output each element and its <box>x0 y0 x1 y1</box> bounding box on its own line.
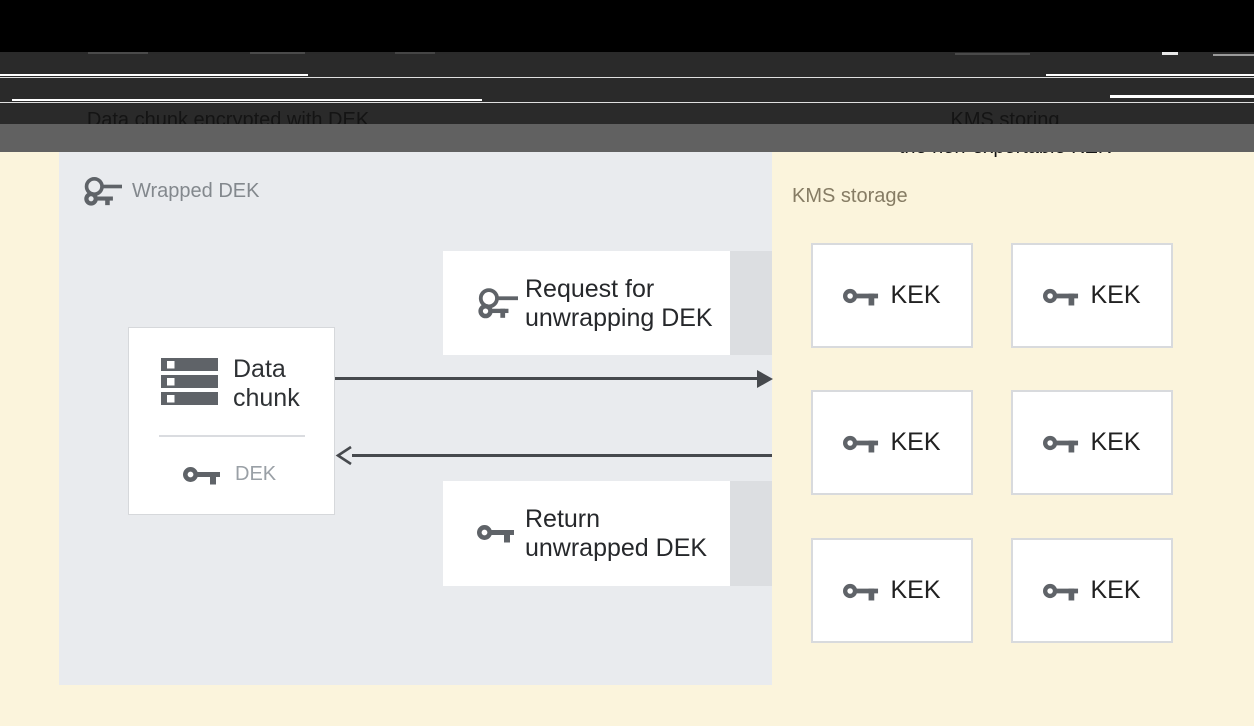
data-chunk-title: Data chunk <box>233 355 300 413</box>
kek-box: KEK <box>1011 538 1173 643</box>
subheader-band <box>0 124 1254 152</box>
glitch-streak <box>12 98 482 101</box>
request-arrow-line <box>335 377 759 380</box>
glitch-dash <box>1213 54 1254 56</box>
glitch-streak <box>0 101 1254 103</box>
wrapped-dek-label: Wrapped DEK <box>132 180 260 202</box>
glitch-dash <box>250 52 305 54</box>
kek-label: KEK <box>890 281 941 309</box>
key-icon <box>477 522 515 543</box>
kek-label: KEK <box>1090 428 1141 456</box>
data-chunk-box: Data chunk DEK <box>128 327 335 515</box>
request-arrowhead-icon <box>757 369 773 388</box>
return-box: Return unwrapped DEK <box>443 481 730 586</box>
wrapped-key-icon <box>82 176 122 207</box>
kek-label: KEK <box>1090 576 1141 604</box>
request-box-line: unwrapping DEK <box>525 304 713 332</box>
glitch-dash <box>88 52 148 54</box>
kek-box: KEK <box>1011 390 1173 495</box>
top-black-band <box>0 0 1254 52</box>
glitch-dash <box>955 53 1030 55</box>
request-box-shadow <box>730 251 772 355</box>
return-arrow-line <box>352 454 772 457</box>
data-chunk-title-line: Data <box>233 355 286 383</box>
return-box-line: unwrapped DEK <box>525 534 708 562</box>
key-icon <box>843 581 879 601</box>
key-icon <box>843 286 879 306</box>
divider <box>159 435 305 437</box>
return-box-line: Return <box>525 505 601 533</box>
header-band: Data chunk encrypted with DEK and stored… <box>0 52 1254 158</box>
key-icon <box>1043 433 1079 453</box>
key-icon <box>1043 581 1079 601</box>
glitch-streak <box>0 73 308 76</box>
return-box-text: Return unwrapped DEK <box>525 505 707 563</box>
kek-label: KEK <box>890 576 941 604</box>
return-box-shadow <box>730 481 772 586</box>
wrapped-dek-label-row: Wrapped DEK <box>82 176 259 207</box>
request-box-line: Request for <box>525 275 655 303</box>
dek-label: DEK <box>235 463 277 485</box>
wrapped-key-icon <box>476 287 518 320</box>
kek-box: KEK <box>811 243 973 348</box>
data-chunk-icon <box>161 358 218 405</box>
kek-box: KEK <box>1011 243 1173 348</box>
data-chunk-title-line: chunk <box>233 384 300 412</box>
glitch-dash <box>1162 52 1178 55</box>
glitch-dash <box>395 52 435 54</box>
key-icon <box>1043 286 1079 306</box>
kms-storage-label: KMS storage <box>792 185 908 207</box>
kek-box: KEK <box>811 538 973 643</box>
return-arrowhead-icon <box>335 445 352 466</box>
key-icon <box>183 464 221 485</box>
kek-label: KEK <box>890 428 941 456</box>
key-icon <box>843 433 879 453</box>
glitch-streak <box>1046 73 1254 76</box>
request-box-text: Request for unwrapping DEK <box>525 275 713 333</box>
glitch-streak <box>0 77 1254 79</box>
request-box: Request for unwrapping DEK <box>443 251 730 355</box>
glitch-streak <box>1110 95 1254 98</box>
kek-box: KEK <box>811 390 973 495</box>
kek-label: KEK <box>1090 281 1141 309</box>
